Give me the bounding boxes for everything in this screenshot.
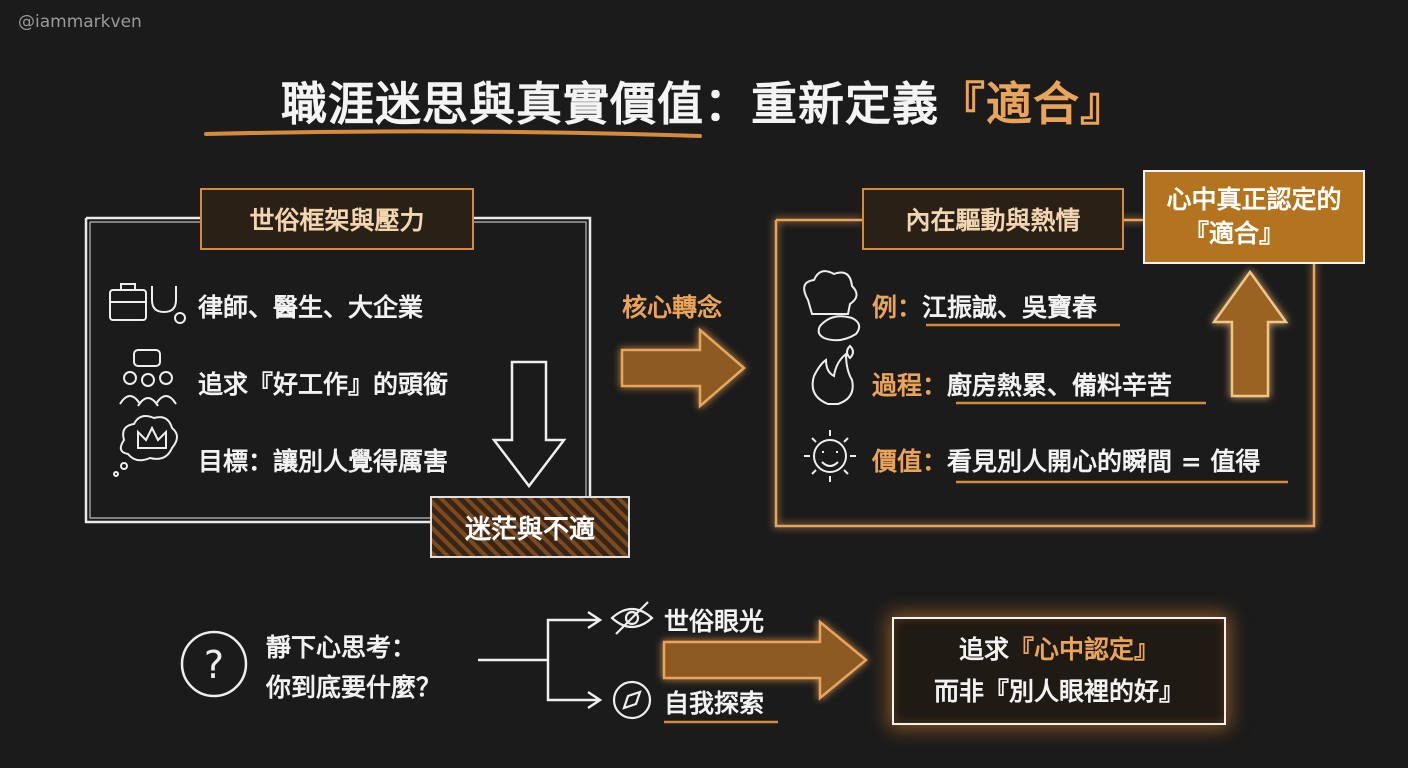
briefcase-stethoscope-icon [109,283,186,324]
right-item-2-label: 過程： [872,371,948,400]
right-item-1-label: 例： [872,293,923,322]
callout-line2-text: 『適合』 [1183,219,1284,248]
chef-hat-bread-icon [803,270,861,342]
confusion-badge: 迷茫與不適 [430,496,630,558]
branch-lines [478,610,603,710]
smiling-sun-icon [804,430,856,482]
branch-bottom-text: 自我探索 [664,689,765,718]
author-handle: @iammarkven [18,12,142,32]
conclusion-line1-highlight: 『心中認定』 [1009,635,1160,664]
branch-bottom-label: 自我探索 [664,684,764,720]
fire-drop-icon [811,344,854,405]
right-frame [774,218,1316,528]
conclusion-line1: 追求『心中認定』 [959,629,1159,671]
people-chat-icon [119,349,177,407]
compass-icon [612,680,652,720]
branch-top-label: 世俗眼光 [664,602,764,638]
left-item-2: 追求『好工作』的頭銜 [198,365,448,401]
title-underline [204,129,702,138]
question-line2: 你到底要什麼？ [266,673,442,702]
svg-text:?: ? [204,643,224,687]
core-shift-arrow [620,327,746,409]
crown-thought-icon [113,415,178,477]
reflection-question: 靜下心思考： 你到底要什麼？ [266,628,441,708]
branch-top-text: 世俗眼光 [664,607,765,636]
left-item-1: 律師、醫生、大企業 [198,288,423,324]
right-item-3-text: 看見別人開心的瞬間 = 值得 [947,447,1261,476]
right-item-1: 例：江振誠、吳寶春 [872,288,1097,324]
right-item-3-label: 價值： [872,447,948,476]
left-item-1-text: 律師、醫生、大企業 [198,293,424,322]
right-item-3: 價值：看見別人開心的瞬間 = 值得 [872,442,1260,478]
right-item-2: 過程：廚房熱累、備料辛苦 [872,366,1172,402]
right-item-1-text: 江振誠、吳寶春 [922,293,1098,322]
callout-line1: 心中真正認定的 [1166,185,1342,214]
left-panel-tag: 世俗框架與壓力 [200,188,474,250]
conclusion-box: 追求『心中認定』 而非『別人眼裡的好』 [892,617,1226,725]
left-item-2-text: 追求『好工作』的頭銜 [198,370,449,399]
right-item-2-text: 廚房熱累、備料辛苦 [947,371,1173,400]
down-arrow [491,360,567,489]
callout-box: 心中真正認定的 『適合』 [1143,170,1365,264]
eye-slash-icon [610,601,654,635]
left-item-3: 目標：讓別人覺得厲害 [198,442,448,478]
callout-line2: 『適合』 [1184,217,1324,251]
title-highlight: 『適合』 [939,77,1127,131]
conclusion-line2: 而非『別人眼裡的好』 [933,677,1184,706]
up-arrow [1211,269,1289,398]
left-frame [84,216,628,524]
left-item-3-text: 目標：讓別人覺得厲害 [198,447,449,476]
right-panel-tag: 內在驅動與熱情 [862,188,1124,250]
question-line1: 靜下心思考： [266,633,417,662]
question-circle [180,630,248,698]
page-title: 職涯迷思與真實價值：重新定義『適合』 [0,68,1408,134]
conclusion-line1-pre: 追求 [958,635,1009,664]
final-arrow [662,619,868,701]
title-main: 職涯迷思與真實價值：重新定義 [281,77,939,131]
core-shift-label: 核心轉念 [622,293,723,322]
